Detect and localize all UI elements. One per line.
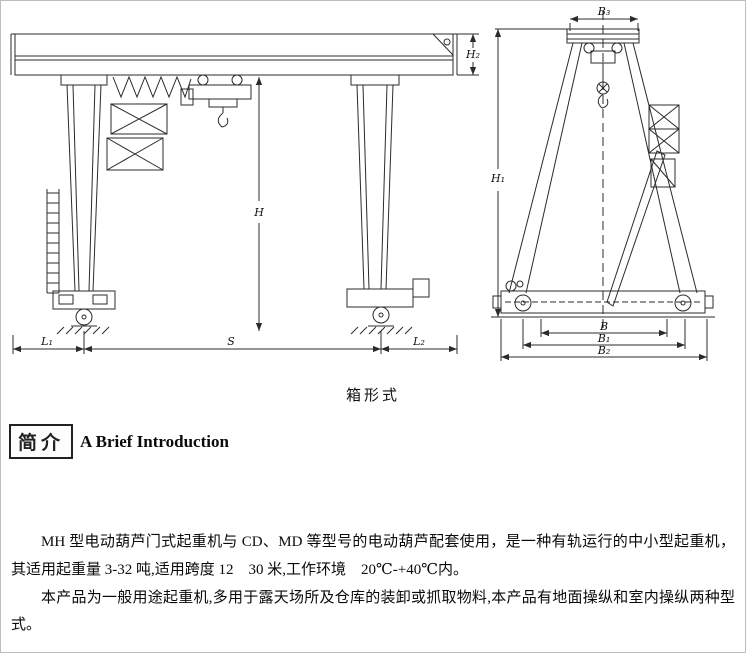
left-travel-wheel [75,308,93,326]
dim-label-b3: B₃ [597,5,611,18]
electrical-cabinet [106,103,168,171]
dimension-h1: H₁ [490,28,567,317]
intro-paragraphs: MH 型电动葫芦门式起重机与 CD、MD 等型号的电动葫芦配套使用，是一种有轨运… [11,529,735,640]
right-bogie [346,288,414,308]
festoon-cable [112,75,192,99]
intro-badge: 简介 [9,424,74,459]
hook [597,93,609,109]
dim-label-l2: L₂ [412,335,425,348]
side-view: B₃ [490,5,715,361]
electric-hoist-trolley [180,74,252,128]
carriage-wheel-right [674,294,692,312]
main-girder [10,33,458,76]
hook [217,112,229,128]
front-view: H [10,33,480,354]
figure-caption: 箱形式 [345,388,400,404]
cable-drum-box [412,278,430,298]
end-pulley [443,38,451,46]
left-leg [52,74,116,335]
gantry-crane-technical-drawing: H [10,5,715,361]
dim-label-h: H [253,206,264,219]
dim-label-h1: H₁ [490,172,505,185]
paragraph-2: 本产品为一般用途起重机,多用于露天场所及仓库的装卸或抓取物料,本产品有地面操纵和… [11,589,735,634]
access-ladder [46,189,60,294]
dimension-b-group: B B₁ B₂ [500,319,708,361]
paragraph-1: MH 型电动葫芦门式起重机与 CD、MD 等型号的电动葫芦配套使用，是一种有轨运… [11,534,735,578]
dimension-h2: H₂ [457,33,480,76]
carriage-wheel-left [514,294,532,312]
dim-label-b1: B₁ [597,332,611,345]
dim-label-l1: L₁ [40,335,53,348]
a-frame-legs [508,42,698,294]
left-bogie [52,290,116,310]
hoist-motor [180,88,194,106]
right-travel-wheel [372,306,390,324]
intro-heading: A Brief Introduction [80,431,229,451]
dim-label-s: S [227,335,235,348]
intro-header: 简介 A Brief Introduction [9,424,229,459]
dimension-b3: B₃ [569,5,639,31]
travel-drive-unit [505,280,517,292]
girder-end-section [566,28,640,109]
buffer-right [704,295,714,309]
end-carriage [491,280,715,318]
side-cabinet [648,104,680,188]
diagonal-stay [606,150,666,307]
dim-label-b: B [599,320,608,333]
dim-label-h2: H₂ [465,48,480,61]
buffer-left [492,295,502,309]
dimension-h: H [253,77,264,331]
dimension-span: L₁ S L₂ [12,331,458,354]
dim-label-b2: B₂ [597,344,611,357]
right-leg [346,74,430,335]
